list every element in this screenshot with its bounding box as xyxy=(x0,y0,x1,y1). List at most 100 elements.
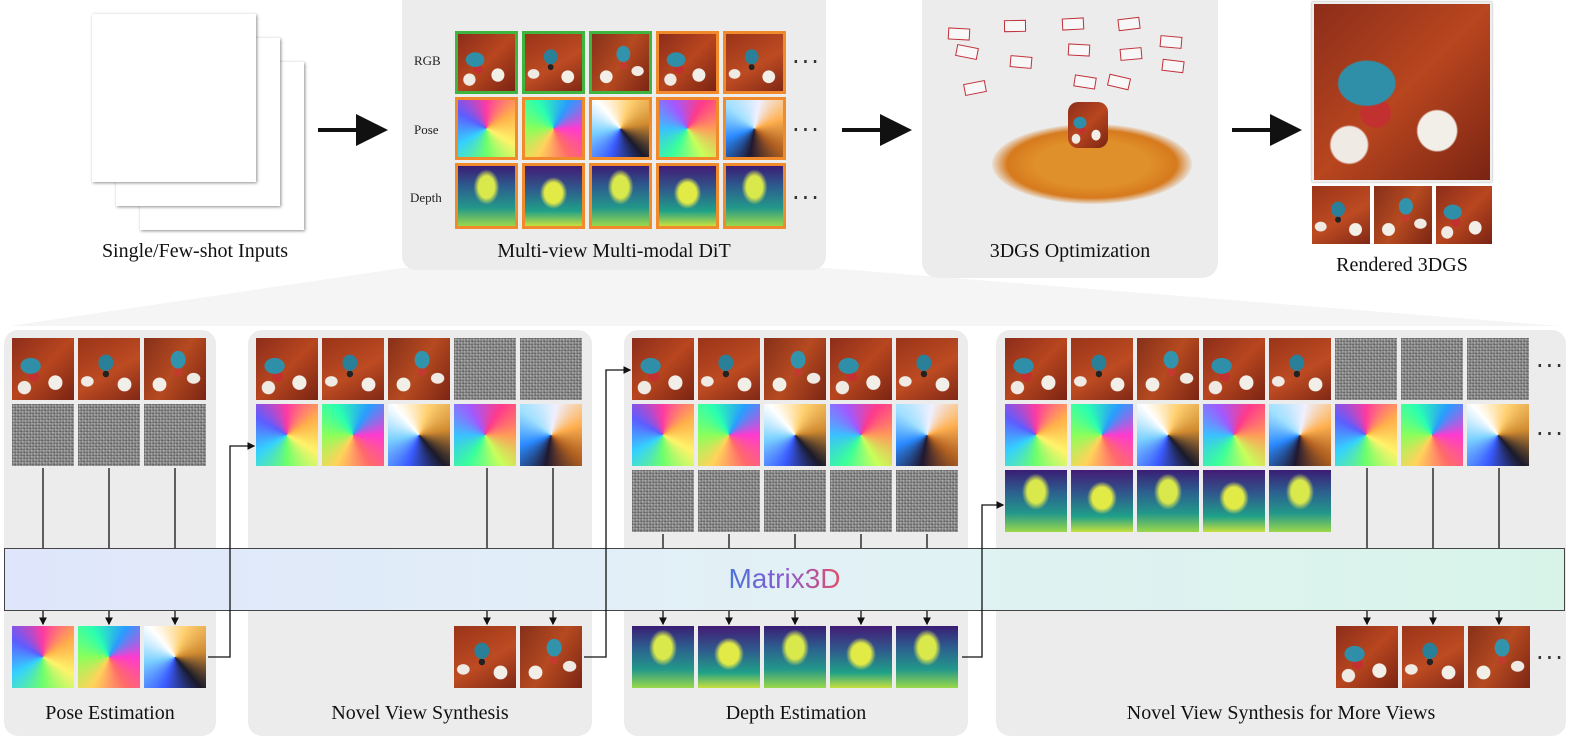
pose-input-noise xyxy=(78,404,140,466)
more-input-depth xyxy=(1137,470,1199,532)
more-input-depth xyxy=(1269,470,1331,532)
more-ellipsis-out: ··· xyxy=(1536,644,1565,672)
matrix3d-band: Matrix3D xyxy=(4,548,1565,611)
dit-depth-cell xyxy=(589,163,652,229)
dit-pose-cell xyxy=(656,97,719,160)
label-nvs-more-views: Novel View Synthesis for More Views xyxy=(1126,702,1436,724)
rendered-view-3 xyxy=(1436,186,1492,244)
matrix3d-name: Matrix3D xyxy=(728,563,841,594)
pose-output xyxy=(144,626,206,688)
depth-input-rgb xyxy=(632,338,694,400)
nvs-input-pose xyxy=(256,404,318,466)
more-input-rgb xyxy=(1203,338,1265,400)
more-input-pose xyxy=(1335,404,1397,466)
dit-depth-cell xyxy=(455,163,518,229)
more-input-pose xyxy=(1137,404,1199,466)
label-rendered-3dgs: Rendered 3DGS xyxy=(1336,254,1468,276)
pose-input-rgb xyxy=(78,338,140,400)
nvs-input-rgb xyxy=(454,338,516,400)
dit-depth-cell xyxy=(522,163,585,229)
input-image-front xyxy=(92,14,256,182)
nvs-input-pose xyxy=(454,404,516,466)
label-novel-view-synthesis: Novel View Synthesis xyxy=(331,702,509,724)
label-pose-estimation: Pose Estimation xyxy=(45,702,175,724)
nvs-input-rgb xyxy=(388,338,450,400)
more-output xyxy=(1336,626,1398,688)
more-input-rgb xyxy=(1071,338,1133,400)
dit-depth-cell xyxy=(656,163,719,229)
more-input-depth xyxy=(1071,470,1133,532)
nvs-input-rgb xyxy=(256,338,318,400)
nvs-input-rgb xyxy=(322,338,384,400)
row-label-depth: Depth xyxy=(410,190,442,205)
depth-input-rgb xyxy=(698,338,760,400)
row-label-rgb: RGB xyxy=(414,53,441,68)
more-input-rgb xyxy=(1137,338,1199,400)
matrix3d-title: Matrix3D xyxy=(5,563,1564,595)
more-input-rgb xyxy=(1335,338,1397,400)
nvs-input-pose xyxy=(388,404,450,466)
more-input-pose xyxy=(1005,404,1067,466)
pose-input-noise xyxy=(12,404,74,466)
connector-depth-to-more xyxy=(962,501,1005,658)
pose-input-noise xyxy=(144,404,206,466)
dit-ellipsis-depth: ··· xyxy=(792,184,821,212)
dit-pose-cell xyxy=(723,97,786,160)
depth-input-rgb xyxy=(830,338,892,400)
row-label-pose: Pose xyxy=(414,122,439,137)
more-input-depth xyxy=(1005,470,1067,532)
dit-pose-cell xyxy=(455,97,518,160)
more-output xyxy=(1402,626,1464,688)
depth-input-pose xyxy=(764,404,826,466)
connector-nvs-to-depth xyxy=(584,366,632,658)
rendered-main-view xyxy=(1312,2,1492,182)
pose-input-rgb xyxy=(12,338,74,400)
depth-input-pose xyxy=(896,404,958,466)
more-input-pose xyxy=(1269,404,1331,466)
pose-input-rgb xyxy=(144,338,206,400)
more-input-rgb xyxy=(1401,338,1463,400)
more-input-pose xyxy=(1401,404,1463,466)
label-inputs: Single/Few-shot Inputs xyxy=(101,240,289,262)
depth-input-noise xyxy=(764,470,826,532)
depth-input-pose xyxy=(830,404,892,466)
depth-output xyxy=(632,626,694,688)
label-depth-estimation: Depth Estimation xyxy=(725,702,867,724)
nvs-input-pose xyxy=(322,404,384,466)
dit-pose-cell xyxy=(589,97,652,160)
more-input-depth xyxy=(1203,470,1265,532)
more-input-rgb xyxy=(1269,338,1331,400)
depth-input-noise xyxy=(830,470,892,532)
nvs-output xyxy=(454,626,516,688)
depth-input-rgb xyxy=(764,338,826,400)
nvs-output xyxy=(520,626,582,688)
dit-rgb-cell xyxy=(522,31,585,94)
connector-pose-to-nvs xyxy=(208,442,256,658)
pose-output xyxy=(12,626,74,688)
rendered-view-2 xyxy=(1374,186,1432,244)
depth-input-pose xyxy=(698,404,760,466)
dit-funnel xyxy=(10,268,1560,326)
more-input-pose xyxy=(1071,404,1133,466)
more-input-rgb xyxy=(1467,338,1529,400)
more-input-rgb xyxy=(1005,338,1067,400)
depth-input-noise xyxy=(698,470,760,532)
gs-object xyxy=(1068,102,1108,148)
more-ellipsis-pose: ··· xyxy=(1536,420,1565,448)
dit-rgb-cell xyxy=(589,31,652,94)
label-3dgs-optimization: 3DGS Optimization xyxy=(989,240,1151,262)
more-input-pose xyxy=(1203,404,1265,466)
dit-ellipsis-rgb: ··· xyxy=(792,48,821,76)
dit-ellipsis-pose: ··· xyxy=(792,116,821,144)
depth-output xyxy=(896,626,958,688)
depth-input-rgb xyxy=(896,338,958,400)
depth-output xyxy=(698,626,760,688)
pose-output xyxy=(78,626,140,688)
more-ellipsis-rgb: ··· xyxy=(1536,352,1565,380)
dit-pose-cell xyxy=(522,97,585,160)
nvs-input-rgb xyxy=(520,338,582,400)
dit-depth-cell xyxy=(723,163,786,229)
depth-output xyxy=(764,626,826,688)
